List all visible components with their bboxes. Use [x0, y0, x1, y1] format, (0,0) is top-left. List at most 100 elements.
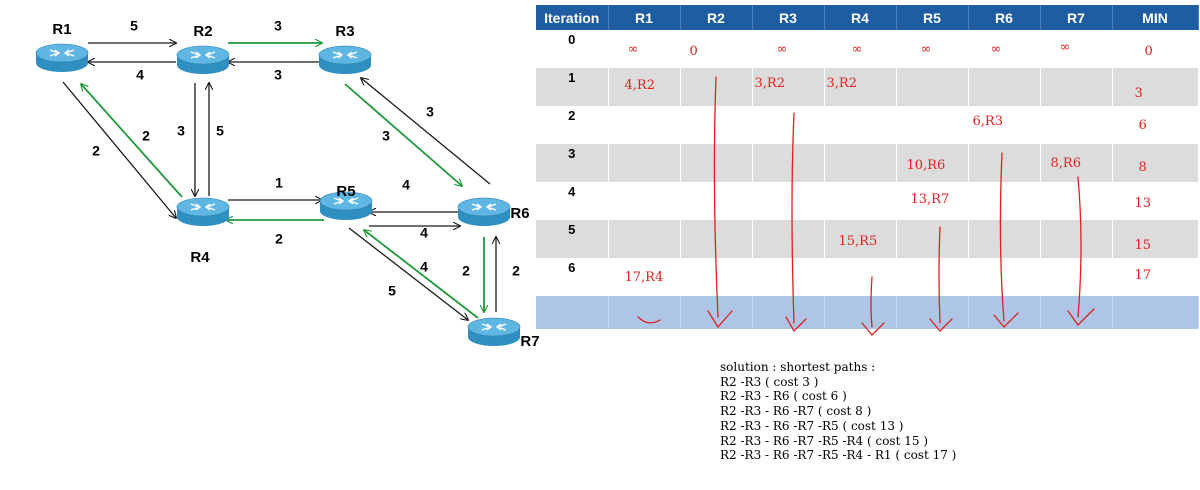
router-cell [608, 144, 681, 182]
router-cell: 6,R3 [968, 106, 1041, 144]
edge-cost-label: 2 [142, 128, 150, 144]
final-row-cell [896, 296, 969, 329]
router-cell [968, 182, 1041, 220]
edge-cost-label: 3 [274, 18, 282, 34]
router-cell [608, 220, 681, 258]
router-cell: ∞ [968, 30, 1041, 68]
min-value: 6 [1138, 118, 1147, 133]
table-row: 0∞0∞∞∞∞∞0 [536, 30, 1199, 68]
router-cell [608, 182, 681, 220]
router-label: R6 [510, 205, 529, 222]
header-r1: R1 [608, 5, 681, 30]
distance-value: 10,R6 [906, 158, 946, 173]
router-cell [968, 220, 1041, 258]
table-row: 1 4,R2 3,R2 3,R2 3 [536, 68, 1199, 106]
table-header-row: Iteration R1 R2 R3 R4 R5 R6 R7 MIN [536, 5, 1199, 30]
router-cell: ∞ [896, 30, 969, 68]
edge-cost-label: 2 [512, 263, 520, 279]
distance-value: ∞ [851, 42, 863, 57]
edge-cost-label: 4 [402, 177, 410, 193]
min-value: 15 [1134, 238, 1152, 253]
edge-cost-label: 1 [275, 175, 283, 191]
distance-value: 0 [689, 44, 698, 59]
router-cell [968, 68, 1041, 106]
edge-r7-r5 [364, 230, 479, 319]
min-value: 3 [1134, 86, 1143, 101]
router-cell: 10,R6 [896, 144, 969, 182]
router-r3 [318, 45, 372, 74]
iteration-cell: 1 [536, 68, 609, 106]
final-row-cell [1040, 296, 1113, 329]
distance-value: 3,R2 [754, 76, 785, 91]
router-cell: 15,R5 [824, 220, 897, 258]
router-cell [680, 220, 753, 258]
edge-cost-label: 4 [420, 225, 428, 241]
table-row: 6 17,R4 17 [536, 258, 1199, 296]
router-cell [824, 182, 897, 220]
router-label: R1 [52, 21, 71, 38]
iteration-cell: 3 [536, 144, 609, 182]
min-cell: 13 [1112, 182, 1199, 220]
router-cell: ∞ [824, 30, 897, 68]
router-label: R4 [190, 249, 210, 266]
header-r6: R6 [968, 5, 1041, 30]
edge-cost-label: 3 [274, 67, 282, 83]
min-value: 17 [1134, 268, 1152, 283]
distance-value: 13,R7 [910, 192, 950, 207]
router-cell [752, 182, 825, 220]
router-icon-top [467, 317, 521, 337]
final-row-cell [968, 296, 1041, 329]
router-cell [1040, 182, 1113, 220]
final-row-cell [680, 296, 753, 329]
distance-value: ∞ [776, 42, 788, 57]
router-arrows-icon [471, 203, 497, 211]
iteration-number: 4 [568, 184, 576, 199]
router-cell: ∞ [752, 30, 825, 68]
router-label: R7 [520, 333, 539, 350]
edge-r6-r3 [361, 78, 491, 185]
router-cell [1040, 68, 1113, 106]
edge-cost-label: 3 [382, 128, 390, 144]
router-arrows-icon [190, 51, 216, 59]
router-icon-top [318, 45, 372, 65]
min-cell: 8 [1112, 144, 1199, 182]
solution-line: R2 -R3 - R6 -R7 -R5 -R4 ( cost 15 ) [720, 433, 928, 448]
iteration-number: 3 [568, 146, 576, 161]
router-icon-top [176, 197, 230, 217]
min-cell: 15 [1112, 220, 1199, 258]
edge-cost-label: 3 [177, 123, 185, 139]
iteration-cell: 2 [536, 106, 609, 144]
edge-r3-r6 [344, 83, 462, 186]
header-r7: R7 [1040, 5, 1113, 30]
router-cell [896, 68, 969, 106]
router-cell [752, 144, 825, 182]
distance-value: 17,R4 [624, 270, 664, 285]
router-r1 [35, 43, 89, 72]
router-arrows-icon [333, 197, 359, 205]
router-icon-top [319, 191, 373, 211]
router-cell: 3,R2 [824, 68, 897, 106]
edge-cost-label: 4 [420, 259, 428, 275]
header-iteration: Iteration [536, 5, 609, 30]
edge-cost-label: 5 [388, 283, 396, 299]
iteration-cell: 6 [536, 258, 609, 296]
edges-layer [62, 43, 496, 320]
router-cell [752, 106, 825, 144]
table-row: 2 6,R3 6 [536, 106, 1199, 144]
router-icon-top [457, 197, 511, 217]
edge-cost-label: 5 [216, 123, 224, 139]
router-cell [752, 258, 825, 296]
router-cell [680, 106, 753, 144]
router-r2 [176, 45, 230, 74]
iteration-number: 1 [568, 70, 576, 85]
router-arrows-icon [481, 323, 507, 331]
distance-value: 4,R2 [624, 78, 655, 93]
router-cell [896, 220, 969, 258]
router-cell [824, 258, 897, 296]
router-cell [1040, 106, 1113, 144]
router-r5 [319, 191, 373, 220]
